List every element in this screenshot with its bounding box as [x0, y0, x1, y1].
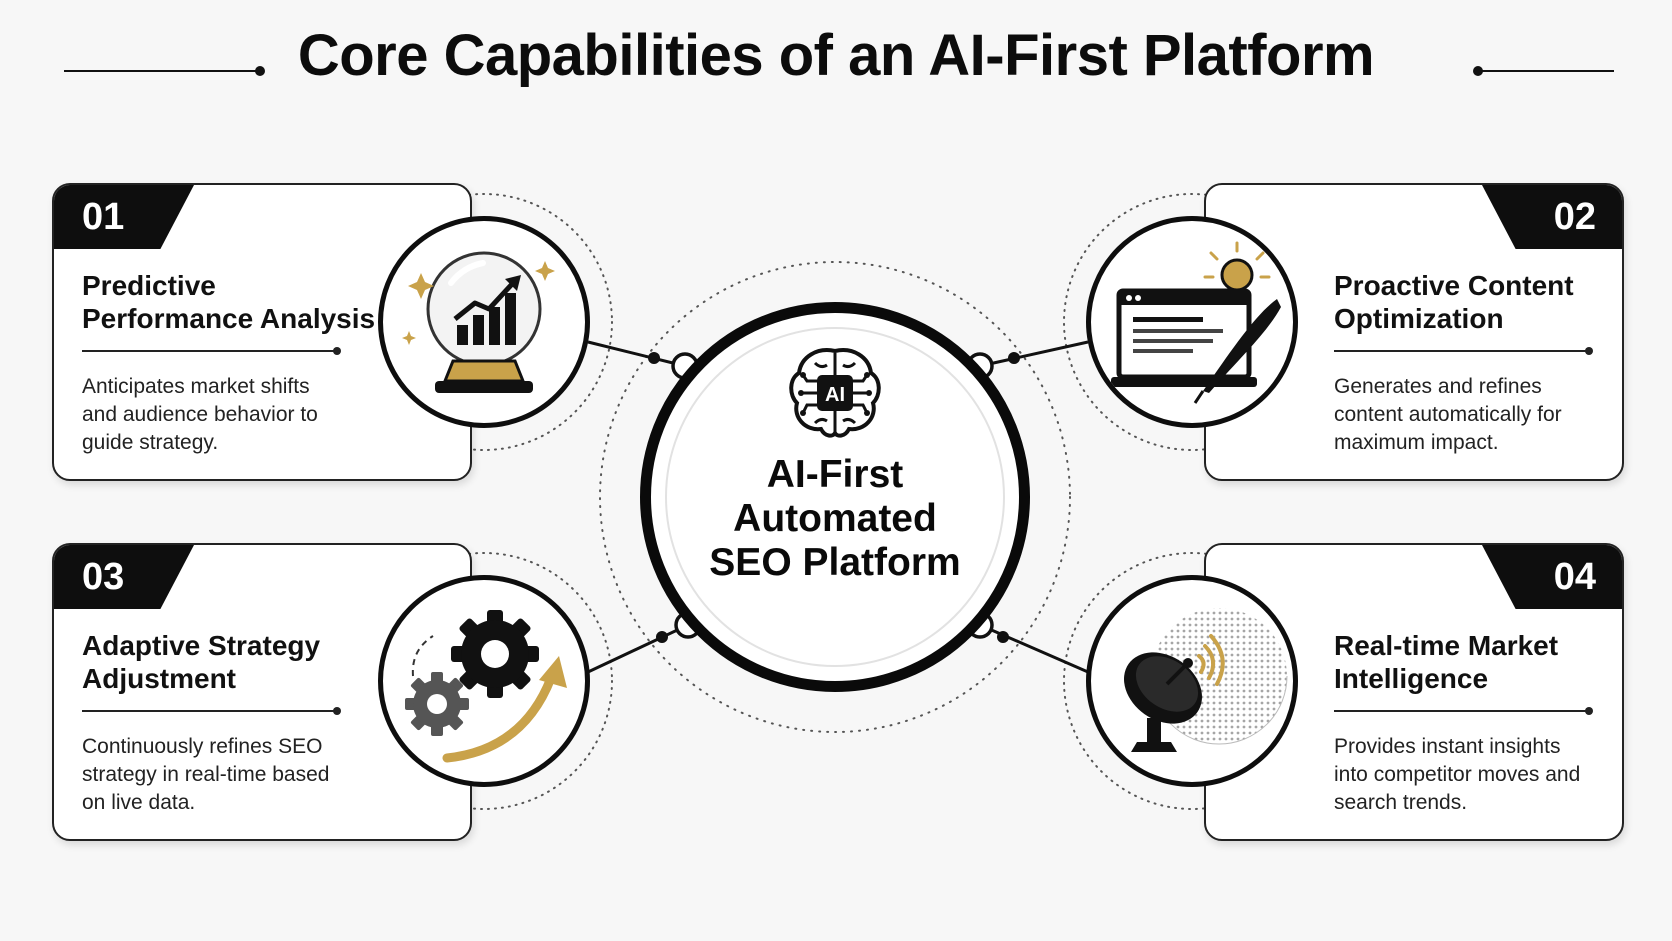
satellite-globe-icon	[1124, 608, 1288, 752]
central-hub: AI AI-First Automated SEO Platform	[640, 302, 1030, 692]
divider-dot	[333, 707, 341, 715]
hub-title-line: SEO Platform	[709, 541, 961, 584]
gears-arrow-icon	[405, 610, 567, 763]
content-quill-lightbulb-icon	[1111, 241, 1281, 404]
connector-02	[979, 340, 1089, 368]
capability-description: Generates and refines content automatica…	[1334, 375, 1562, 454]
divider-dot	[1585, 707, 1593, 715]
capability-title: Proactive Content Optimization	[1334, 270, 1574, 334]
capability-title: Real-time Market Intelligence	[1334, 630, 1559, 694]
crystal-ball-chart-icon	[402, 251, 555, 393]
card-divider	[82, 347, 341, 355]
hub-inner-ring	[665, 327, 1005, 667]
connector-04	[979, 623, 1089, 674]
connector-dot-01	[648, 352, 660, 364]
ai-chip-label: AI	[825, 384, 845, 406]
title-rule-dot	[1473, 66, 1483, 76]
divider-dot	[333, 347, 341, 355]
hub-title-line: Automated	[733, 497, 937, 540]
capability-title: Adaptive Strategy Adjustment	[82, 630, 321, 694]
capability-number: 04	[1482, 545, 1622, 609]
capability-number: 01	[54, 185, 194, 249]
card-divider	[1334, 347, 1593, 355]
title-rule-right	[1473, 66, 1614, 76]
card-divider	[1334, 707, 1593, 715]
icon-circle-01	[378, 216, 590, 428]
capability-number: 03	[54, 545, 194, 609]
icon-circle-04	[1086, 575, 1298, 787]
title-rule-left	[64, 66, 265, 76]
connector-dot-04	[997, 631, 1009, 643]
card-divider	[82, 707, 341, 715]
icon-circle-03	[378, 575, 590, 787]
connector-dot-02	[1008, 352, 1020, 364]
connector-03	[587, 623, 689, 674]
capability-number: 02	[1482, 185, 1622, 249]
ai-brain-icon: AI	[789, 348, 881, 438]
hub-title: AI-First Automated SEO Platform	[651, 453, 1019, 585]
divider-dot	[1585, 347, 1593, 355]
capability-description: Continuously refines SEO strategy in rea…	[82, 735, 330, 814]
icon-circle-02	[1086, 216, 1298, 428]
page-title: Core Capabilities of an AI-First Platfor…	[297, 23, 1375, 88]
hub-title-line: AI-First	[766, 453, 904, 496]
capability-description: Provides instant insights into competito…	[1334, 735, 1581, 814]
connector-01	[587, 340, 686, 368]
capability-description: Anticipates market shifts and audience b…	[82, 375, 318, 454]
connector-dot-03	[656, 631, 668, 643]
title-rule-dot	[255, 66, 265, 76]
capability-title: Predictive Performance Analysis	[82, 270, 376, 334]
